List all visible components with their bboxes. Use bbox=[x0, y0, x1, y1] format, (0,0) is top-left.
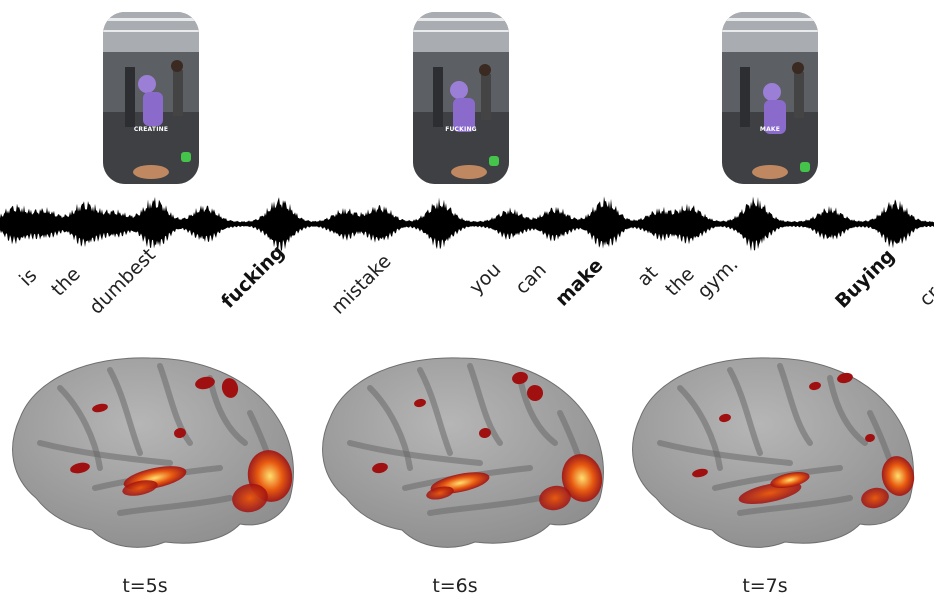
gym-scene-image bbox=[103, 12, 199, 184]
sulcus bbox=[417, 367, 453, 456]
time-label: t=6s bbox=[432, 575, 478, 597]
transcript-word: is bbox=[15, 264, 42, 291]
brain-map-2 bbox=[322, 357, 604, 548]
activation-spot bbox=[861, 487, 889, 509]
activation-spot bbox=[512, 371, 528, 385]
activation-spot bbox=[692, 468, 708, 478]
audio-waveform bbox=[0, 196, 934, 252]
activation-spot bbox=[527, 385, 543, 401]
sulcus bbox=[657, 440, 793, 466]
activation-spot bbox=[92, 403, 108, 413]
time-label: t=5s bbox=[122, 575, 168, 597]
sulcus bbox=[737, 495, 853, 516]
activation-spot bbox=[174, 427, 186, 439]
sulcus bbox=[107, 367, 143, 456]
video-frame-2: FUCKING bbox=[413, 12, 509, 184]
sulcus bbox=[727, 367, 763, 456]
activation-spot bbox=[479, 427, 491, 439]
sulcus bbox=[57, 385, 103, 471]
waveform-path bbox=[0, 196, 934, 252]
transcript-word: at bbox=[633, 261, 663, 291]
sulcus bbox=[827, 375, 868, 446]
activation-spot bbox=[426, 486, 454, 500]
activation-spot bbox=[809, 381, 821, 391]
sulcus bbox=[347, 440, 483, 466]
activation-spot bbox=[539, 485, 571, 511]
video-frame-3: MAKE bbox=[722, 12, 818, 184]
gym-scene-image bbox=[413, 12, 509, 184]
sulcus bbox=[157, 363, 193, 446]
activation-spot bbox=[232, 483, 268, 513]
video-frame-1: CREATINE bbox=[103, 12, 199, 184]
cortex-surface bbox=[322, 357, 604, 548]
sulcus bbox=[37, 440, 173, 466]
sulcus bbox=[677, 385, 723, 471]
time-label: t=7s bbox=[742, 575, 788, 597]
activation-spot bbox=[865, 433, 875, 443]
transcript-word: the bbox=[47, 263, 85, 301]
activation-spot bbox=[122, 480, 158, 496]
sulcus bbox=[467, 363, 503, 446]
activation-spot bbox=[561, 454, 603, 502]
sulcus bbox=[712, 465, 843, 491]
brain-map-1 bbox=[12, 357, 294, 548]
sulcus bbox=[517, 375, 558, 446]
transcript-word: can bbox=[511, 259, 551, 299]
sulcus bbox=[367, 385, 413, 471]
frame-caption: MAKE bbox=[759, 126, 781, 133]
frame-caption: CREATINE bbox=[133, 126, 169, 133]
activation-spot bbox=[770, 471, 810, 489]
activation-spot bbox=[70, 462, 90, 474]
activation-spot bbox=[881, 456, 915, 496]
activation-spot bbox=[221, 378, 239, 398]
sulcus bbox=[777, 363, 813, 446]
activation-spot bbox=[837, 372, 853, 384]
transcript-word: you bbox=[465, 258, 506, 299]
gym-scene-image bbox=[722, 12, 818, 184]
transcript-word: cr bbox=[915, 282, 934, 311]
brain-map-3 bbox=[632, 357, 915, 548]
cortex-surface bbox=[12, 357, 294, 548]
activation-spot bbox=[372, 462, 388, 474]
cortex-surface bbox=[632, 357, 914, 548]
sulcus bbox=[427, 495, 543, 516]
transcript-word: the bbox=[661, 263, 699, 301]
activation-spot bbox=[195, 376, 215, 390]
activation-spot bbox=[414, 398, 426, 408]
sulcus bbox=[117, 495, 233, 516]
activation-spot bbox=[719, 413, 731, 423]
frame-caption: FUCKING bbox=[445, 126, 477, 133]
